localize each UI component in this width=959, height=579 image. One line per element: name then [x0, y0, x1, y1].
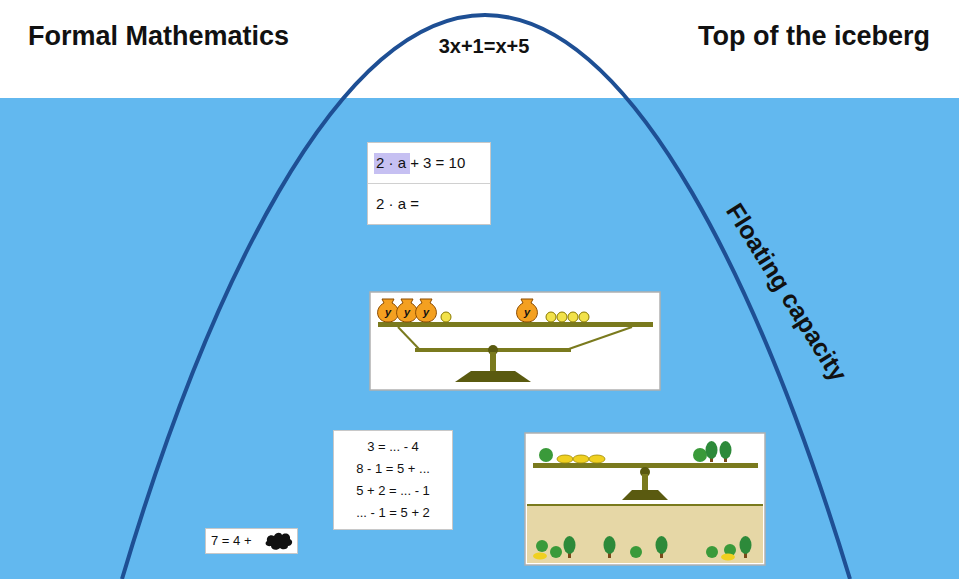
equation-text: 3 = ... - 4: [334, 436, 452, 458]
equation-text: 5 + 2 = ... - 1: [334, 480, 452, 502]
equation-text: ... - 1 = 5 + 2: [334, 502, 452, 524]
equation-box: 7 = 4 +: [205, 528, 298, 554]
fruit-balance: [525, 433, 765, 565]
equation-text: 2 · a + 3 = 10: [368, 143, 490, 183]
ink-blot: [264, 531, 294, 551]
bag-variable: y: [423, 306, 429, 319]
equation-box: 2 · a + 3 = 102 · a =: [367, 142, 491, 225]
bag-variable: y: [385, 306, 391, 319]
formal-equation: 3x+1=x+5: [439, 34, 530, 58]
equation-text: 7 = 4 +: [206, 529, 297, 553]
bag-variable: y: [524, 306, 530, 319]
equation-text: 8 - 1 = 5 + ...: [334, 458, 452, 480]
corner-heading: Formal Mathematics: [28, 20, 289, 52]
equation-text: 2 · a =: [368, 183, 490, 224]
bag-balance: [370, 292, 660, 390]
bag-variable: y: [404, 306, 410, 319]
corner-heading: Top of the iceberg: [698, 20, 930, 52]
equation-box: 3 = ... - 48 - 1 = 5 + ...5 + 2 = ... - …: [333, 430, 453, 530]
